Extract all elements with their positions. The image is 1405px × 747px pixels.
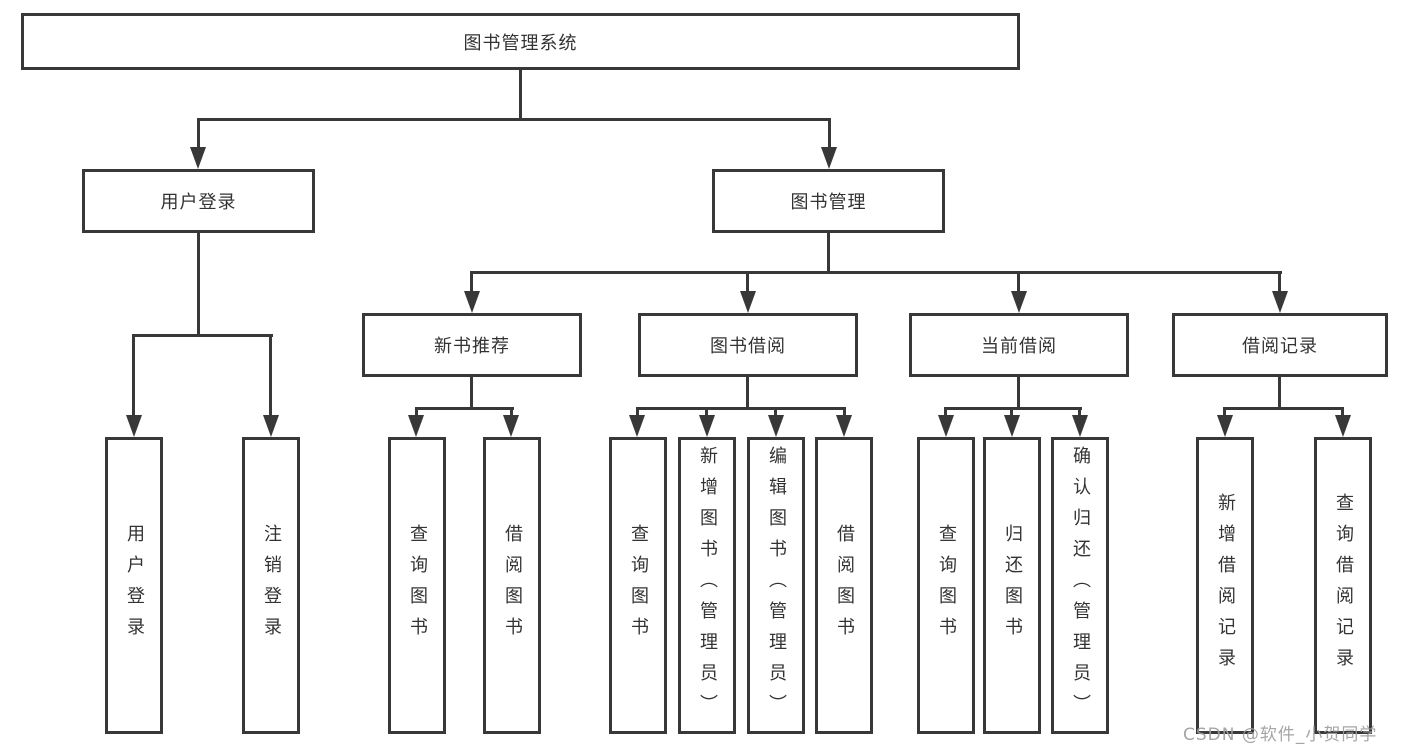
leaf-label: 查询图书: [936, 523, 957, 648]
connector-stub: [843, 410, 846, 416]
connector-stub: [1078, 410, 1081, 416]
connector-user-login-vertical: [197, 233, 200, 337]
node-root-label: 图书管理系统: [463, 32, 578, 54]
arrowhead-icon: [190, 147, 206, 169]
connector-recommend-vertical: [470, 377, 473, 410]
node-book-borrowing-label: 图书借阅: [710, 336, 786, 357]
connector-stub: [828, 121, 831, 148]
leaf-label: 注销登录: [261, 523, 282, 648]
arrowhead-icon: [768, 415, 784, 437]
node-current-borrowing-label: 当前借阅: [981, 336, 1057, 357]
node-new-book-recommend-label: 新书推荐: [434, 336, 510, 357]
leaf-label: 确认归还（管理员）: [1070, 446, 1091, 725]
connector-stub: [1223, 410, 1226, 416]
connector-borrowing-vertical: [746, 377, 749, 410]
arrowhead-icon: [1217, 415, 1233, 437]
arrowhead-icon: [1272, 291, 1288, 313]
arrowhead-icon: [1011, 291, 1027, 313]
csdn-watermark: CSDN @软件_小贺同学: [1183, 725, 1378, 745]
arrowhead-icon: [503, 415, 519, 437]
connector-borrowing-horizontal: [636, 407, 846, 410]
node-leaf-query-books-current: 查询图书: [917, 437, 975, 734]
connector-user-login-horizontal: [132, 334, 273, 337]
arrowhead-icon: [938, 415, 954, 437]
connector-stub: [1010, 410, 1013, 416]
node-leaf-confirm-return-admin: 确认归还（管理员）: [1051, 437, 1109, 734]
node-book-borrowing: 图书借阅: [638, 313, 858, 377]
connector-current-vertical: [1017, 377, 1020, 410]
node-leaf-query-borrow-record: 查询借阅记录: [1314, 437, 1372, 734]
leaf-label: 查询借阅记录: [1333, 492, 1354, 679]
node-leaf-borrow-books-borrowing: 借阅图书: [815, 437, 873, 734]
arrowhead-icon: [1004, 415, 1020, 437]
connector-book-mgmt-horizontal: [470, 271, 1282, 274]
connector-stub: [1278, 274, 1281, 293]
connector-stub: [415, 410, 418, 416]
connector-current-horizontal: [944, 407, 1082, 410]
node-leaf-edit-books-admin: 编辑图书（管理员）: [747, 437, 805, 734]
arrowhead-icon: [263, 415, 279, 437]
leaf-label: 用户登录: [124, 523, 145, 648]
connector-stub: [1341, 410, 1344, 416]
node-leaf-return-books: 归还图书: [983, 437, 1041, 734]
connector-stub: [197, 121, 200, 148]
arrowhead-icon: [629, 415, 645, 437]
leaf-label: 查询图书: [407, 523, 428, 648]
connector-root-horizontal: [197, 118, 831, 121]
node-root: 图书管理系统: [21, 13, 1020, 70]
connector-records-vertical: [1278, 377, 1281, 410]
arrowhead-icon: [740, 291, 756, 313]
node-borrow-records-label: 借阅记录: [1242, 336, 1318, 357]
leaf-label: 查询图书: [628, 523, 649, 648]
node-book-management: 图书管理: [712, 169, 945, 233]
connector-stub: [636, 410, 639, 416]
connector-stub: [705, 410, 708, 416]
leaf-label: 归还图书: [1002, 523, 1023, 648]
arrowhead-icon: [126, 415, 142, 437]
node-current-borrowing: 当前借阅: [909, 313, 1129, 377]
node-leaf-query-books-recommend: 查询图书: [388, 437, 446, 734]
arrowhead-icon: [408, 415, 424, 437]
leaf-label: 借阅图书: [834, 523, 855, 648]
arrowhead-icon: [1072, 415, 1088, 437]
node-new-book-recommend: 新书推荐: [362, 313, 582, 377]
node-leaf-add-borrow-record: 新增借阅记录: [1196, 437, 1254, 734]
node-leaf-user-login: 用户登录: [105, 437, 163, 734]
arrowhead-icon: [1335, 415, 1351, 437]
node-leaf-borrow-books-recommend: 借阅图书: [483, 437, 541, 734]
arrowhead-icon: [821, 147, 837, 169]
connector-recommend-horizontal: [415, 407, 514, 410]
connector-stub: [944, 410, 947, 416]
connector-stub: [774, 410, 777, 416]
leaf-label: 新增借阅记录: [1215, 492, 1236, 679]
arrowhead-icon: [699, 415, 715, 437]
node-user-login: 用户登录: [82, 169, 315, 233]
connector-stub: [746, 274, 749, 293]
node-borrow-records: 借阅记录: [1172, 313, 1388, 377]
node-leaf-add-books-admin: 新增图书（管理员）: [678, 437, 736, 734]
leaf-label: 编辑图书（管理员）: [766, 446, 787, 725]
connector-stub: [470, 274, 473, 293]
node-book-management-label: 图书管理: [790, 192, 867, 213]
connector-book-mgmt-vertical: [827, 233, 830, 274]
node-leaf-logout-login: 注销登录: [242, 437, 300, 734]
arrowhead-icon: [836, 415, 852, 437]
leaf-label: 借阅图书: [502, 523, 523, 648]
connector-root-vertical: [519, 70, 522, 120]
connector-records-horizontal: [1223, 407, 1344, 410]
node-user-login-label: 用户登录: [160, 192, 237, 213]
connector-stub: [269, 337, 272, 416]
connector-stub: [1017, 274, 1020, 293]
connector-stub: [132, 337, 135, 416]
node-leaf-query-books-borrowing: 查询图书: [609, 437, 667, 734]
leaf-label: 新增图书（管理员）: [697, 446, 718, 725]
arrowhead-icon: [464, 291, 480, 313]
connector-stub: [510, 410, 513, 416]
